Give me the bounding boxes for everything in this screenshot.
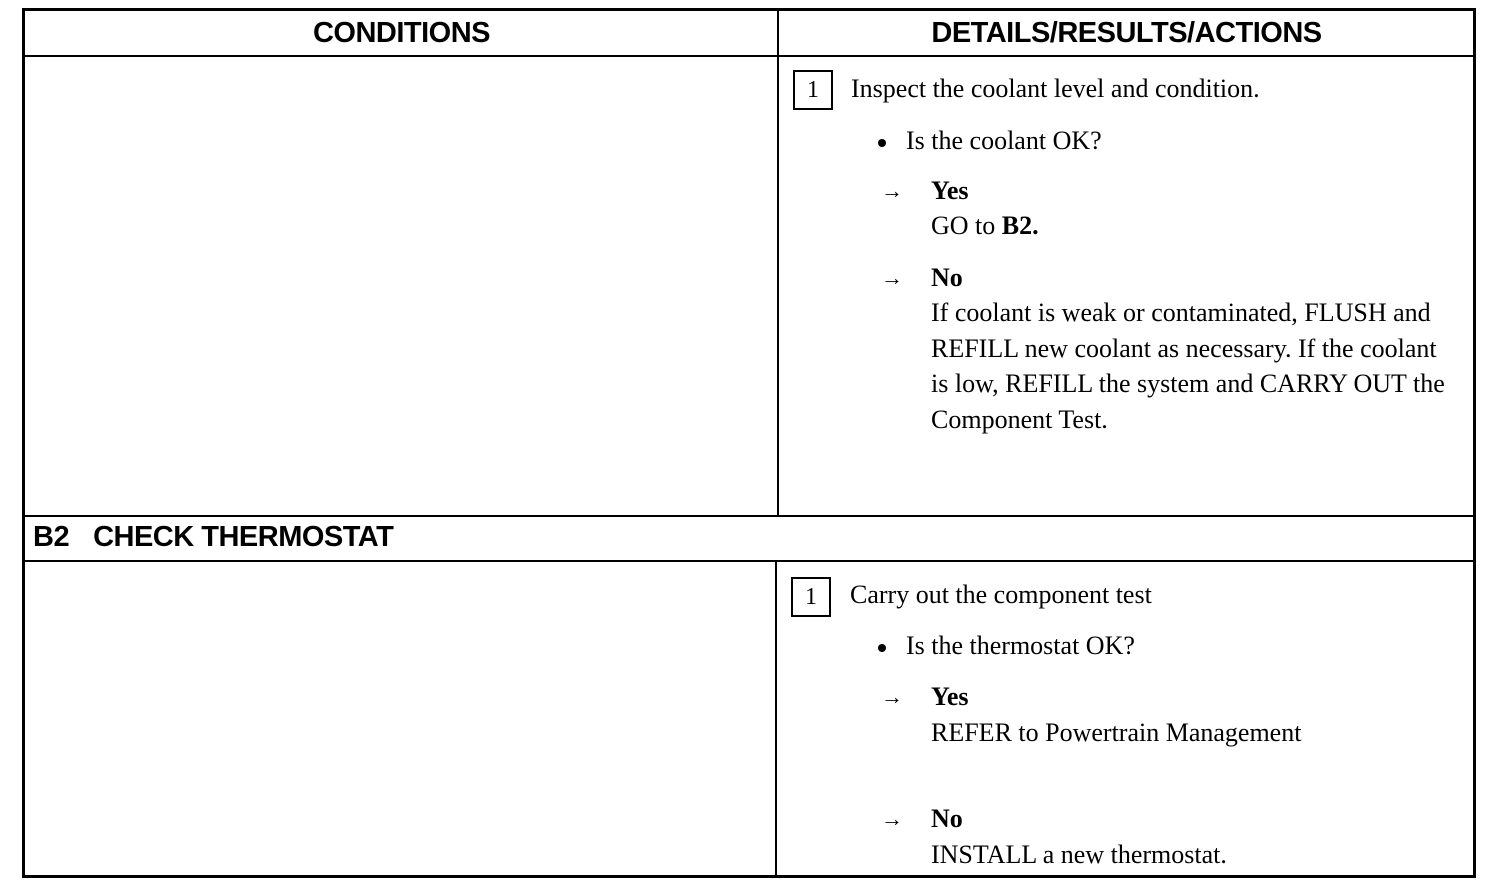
no-action: If coolant is weak or contaminated, FLUS… [931,298,1445,434]
step-number-box: 1 [793,70,833,110]
no-label: No [931,263,963,292]
column-divider-top [777,11,779,515]
no-label: No [931,804,963,833]
header-conditions: CONDITIONS [312,16,491,49]
right-arrow-icon: → [881,178,903,203]
yes-label: Yes [931,176,969,205]
section-top-divider [25,515,1473,517]
section-header: B2 CHECK THERMOSTAT [33,516,394,558]
step-instruction: Carry out the component test [850,580,1152,609]
step-question: Is the thermostat OK? [906,631,1135,660]
step-instruction: Inspect the coolant level and condition. [851,74,1260,103]
header-divider [25,55,1473,57]
right-arrow-icon: → [881,265,903,290]
right-arrow-icon: → [881,806,903,831]
header-details: DETAILS/RESULTS/ACTIONS [931,16,1322,49]
column-divider-bottom [775,562,777,875]
yes-label: Yes [931,682,969,711]
right-arrow-icon: → [881,684,903,709]
no-action: INSTALL a new thermostat. [931,840,1227,869]
diagnostic-table: CONDITIONS DETAILS/RESULTS/ACTIONS 1 Ins… [22,8,1476,878]
step-question: Is the coolant OK? [906,126,1102,155]
section-bottom-divider [25,560,1473,562]
yes-action: REFER to Powertrain Management [931,718,1302,747]
yes-action-prefix: GO to [931,211,1002,240]
section-code: B2 [33,520,70,553]
bullet-dot-icon [878,644,886,652]
yes-action-target: B2. [1001,211,1039,240]
yes-action: GO to B2. [931,208,1039,244]
section-title: CHECK THERMOSTAT [93,520,394,553]
step-number-box: 1 [791,577,831,617]
bullet-dot-icon [878,139,886,147]
